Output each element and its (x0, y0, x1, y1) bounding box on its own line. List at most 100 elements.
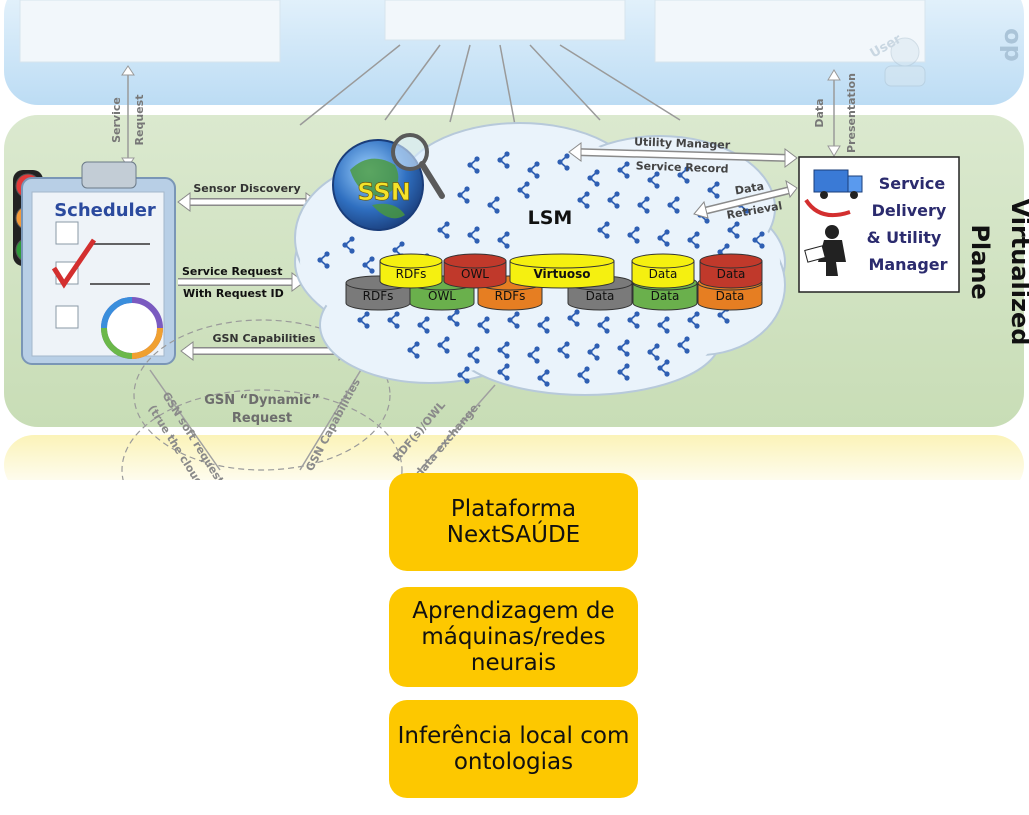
sensor-node-icon (597, 316, 610, 334)
top-screen-center (384, 0, 626, 41)
database-cylinder-icon: Data (631, 253, 695, 289)
sensor-node-icon (752, 231, 765, 249)
sensor-node-icon (447, 309, 460, 327)
service-request-id-label-1: Service Request (182, 265, 282, 278)
sensor-node-icon (647, 343, 660, 361)
sensor-node-icon (627, 311, 640, 329)
database-label: OWL (461, 267, 489, 281)
database-label: RDFs (363, 289, 394, 303)
sensor-node-icon (597, 221, 610, 239)
utility-manager-arrow (568, 142, 798, 168)
box-plataforma-nextsaude: Plataforma NextSAÚDE (389, 473, 638, 571)
data-label-vertical: Data (813, 98, 826, 127)
sensor-node-icon (497, 341, 510, 359)
sensor-node-icon (527, 161, 540, 179)
service-request-label-bottom: Request (133, 95, 146, 146)
database-cylinder-icon: Data (699, 253, 763, 289)
sensor-node-icon (527, 346, 540, 364)
box-aprendizagem-maquinas: Aprendizagem de máquinas/redes neurais (389, 587, 638, 687)
sensor-node-icon (357, 311, 370, 329)
data-label: Data (734, 180, 765, 198)
sensor-node-icon (617, 161, 630, 179)
scheduler-clipboard-icon (21, 161, 176, 365)
service-delivery-line4: Manager (868, 255, 947, 274)
sensor-node-icon (687, 231, 700, 249)
ssn-label: SSN (357, 178, 411, 206)
database-cylinder-icon: OWL (409, 275, 475, 311)
top-screen-right (654, 0, 926, 63)
database-label: RDFs (495, 289, 526, 303)
sensor-node-icon (657, 316, 670, 334)
sensor-node-icon (647, 171, 660, 189)
sensor-node-icon (567, 309, 580, 327)
sensor-node-icon (587, 343, 600, 361)
sensor-node-icon (362, 256, 375, 274)
database-cylinder-icon: RDFs (379, 253, 443, 289)
top-arrows (127, 44, 835, 165)
sensor-node-icon (497, 231, 510, 249)
sensor-node-icon (537, 369, 550, 387)
gsn-dynamic-label-1: GSN “Dynamic” (204, 393, 320, 408)
sensor-node-icon (617, 363, 630, 381)
sensor-node-icon (677, 336, 690, 354)
sensor-node-network (317, 151, 765, 387)
sensor-node-icon (557, 341, 570, 359)
gsn-dynamic-dashed-ring (121, 319, 403, 480)
box-inferencia-local: Inferência local com ontologias (389, 700, 638, 798)
sensor-node-icon (437, 221, 450, 239)
sensor-node-icon (637, 196, 650, 214)
database-label: Data (716, 289, 745, 303)
top-band-label: op (999, 28, 1027, 62)
service-delivery-line1: Service (879, 174, 946, 193)
sensor-node-icon (487, 196, 500, 214)
sensor-node-icon (342, 236, 355, 254)
sensor-discovery-label: Sensor Discovery (193, 182, 300, 195)
sensor-node-icon (387, 311, 400, 329)
sensor-node-icon (627, 226, 640, 244)
database-cylinder-icon: Virtuoso (509, 253, 615, 289)
sensor-node-icon (517, 181, 530, 199)
service-request-id-arrow (178, 272, 305, 292)
service-record-label: Service Record (635, 159, 728, 175)
virtualized-plane-label-1: Virtualized (1006, 199, 1029, 346)
presentation-label-vertical: Presentation (845, 73, 858, 153)
sensor-node-icon (557, 153, 570, 171)
sensor-node-icon (577, 366, 590, 384)
sensor-node-icon (467, 156, 480, 174)
delivery-man-icon (804, 225, 846, 276)
ssn-globe-icon (332, 133, 445, 231)
sensor-node-icon (657, 229, 670, 247)
sensor-node-icon (477, 316, 490, 334)
sensor-node-icon (437, 336, 450, 354)
gsn-dynamic-label-2: Request (232, 411, 292, 426)
utility-manager-label: Utility Manager (634, 135, 731, 151)
sensor-node-icon (467, 346, 480, 364)
sensor-node-icon (467, 226, 480, 244)
database-label: RDFs (396, 267, 427, 281)
sensor-node-icon (577, 191, 590, 209)
top-screen-left (19, 0, 281, 63)
sensor-node-icon (417, 316, 430, 334)
service-request-id-label-2: With Request ID (183, 287, 284, 300)
sensor-node-icon (677, 166, 690, 184)
sensor-node-icon (507, 311, 520, 329)
sensor-node-icon (607, 191, 620, 209)
sensor-node-icon (617, 339, 630, 357)
virtualized-plane-label-2: Plane (966, 224, 994, 299)
database-cylinder-icon: OWL (443, 253, 507, 289)
service-request-label-top: Service (110, 97, 123, 143)
sensor-node-icon (687, 311, 700, 329)
database-label: Data (586, 289, 615, 303)
sensor-node-icon (497, 363, 510, 381)
data-retrieval-arrow (693, 179, 798, 219)
sensor-node-icon (457, 366, 470, 384)
top-arrow-bodies (121, 65, 841, 168)
database-label: OWL (428, 289, 456, 303)
database-label: Data (651, 289, 680, 303)
sensor-node-icon (457, 186, 470, 204)
bottom-band (4, 435, 1024, 480)
delivery-truck-icon (804, 169, 863, 217)
sensor-node-icon (587, 169, 600, 187)
architecture-diagram: User op Service Request Data Presentatio… (4, 0, 1029, 480)
